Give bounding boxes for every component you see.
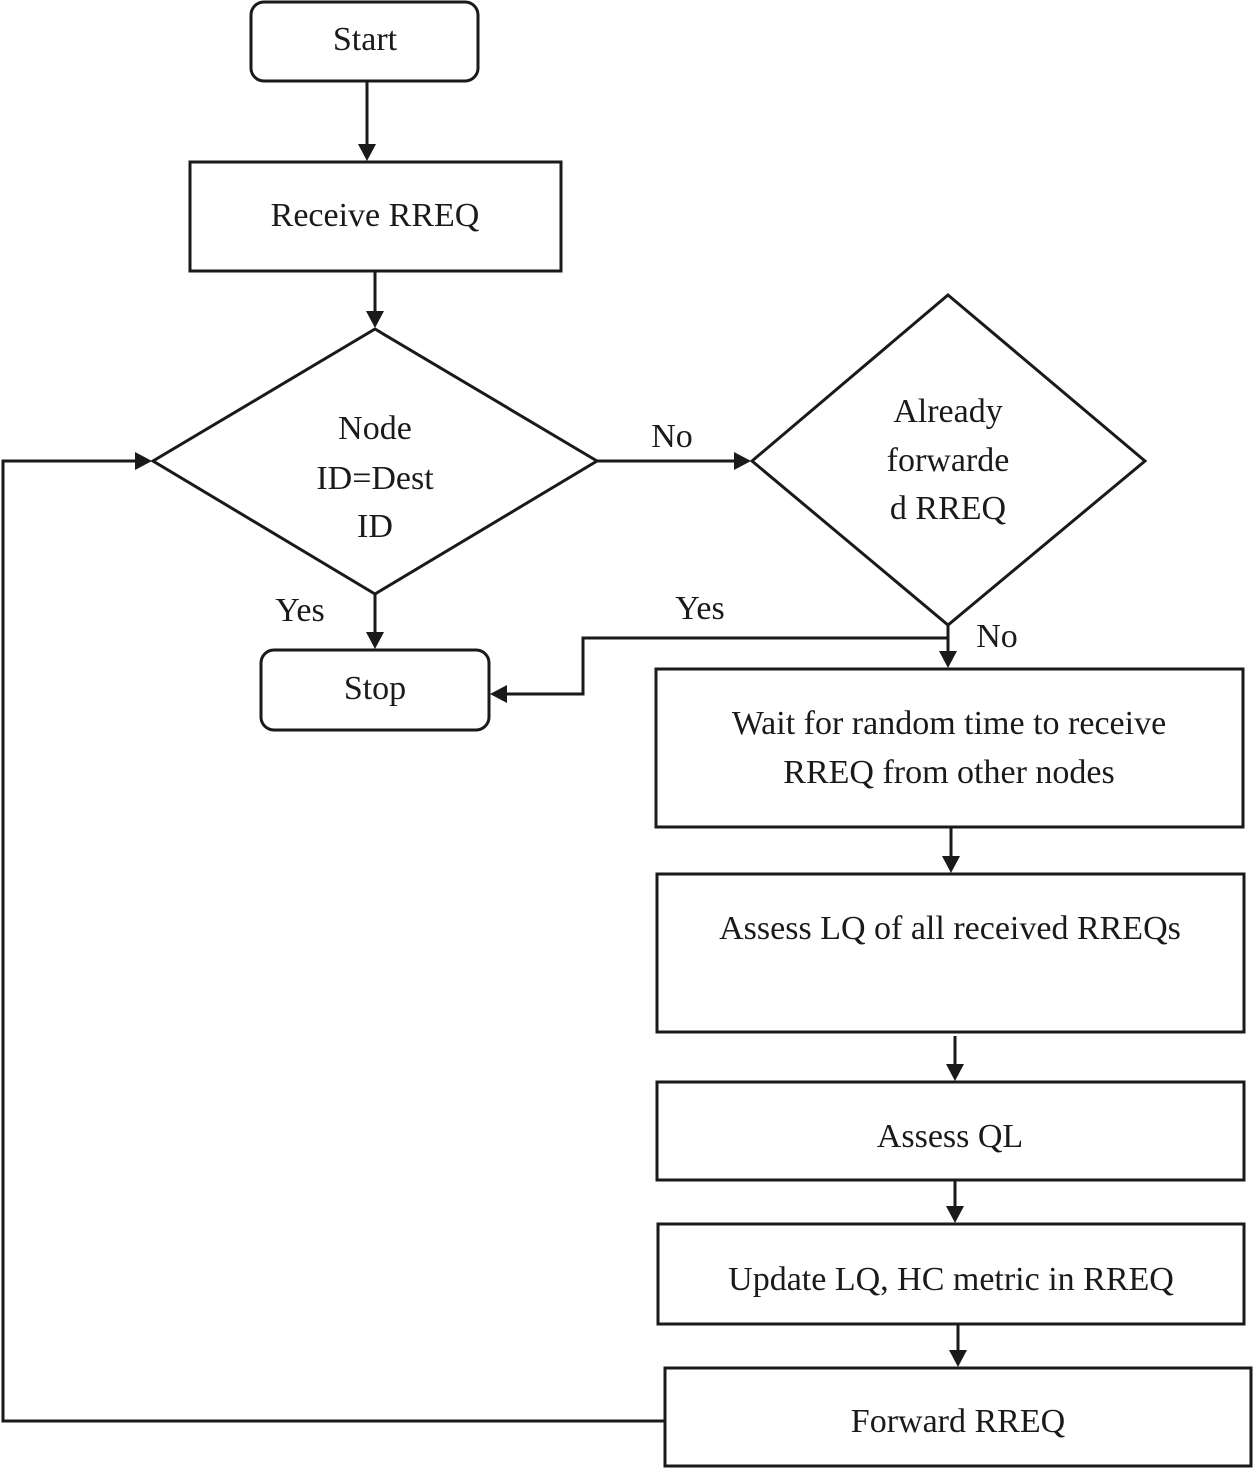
edges xyxy=(1,82,967,1423)
edge-label-already-no: No xyxy=(976,618,1018,655)
edge-label-node-no: No xyxy=(651,418,693,455)
arrowhead xyxy=(366,632,384,649)
node-stop-label: Stop xyxy=(344,670,406,707)
node-start: Start xyxy=(249,0,480,83)
decision-already-forwarded-line-2: forwarde xyxy=(887,442,1010,479)
decision-node-id-check: Node ID=Dest ID xyxy=(150,327,600,596)
node-start-label: Start xyxy=(333,21,398,58)
node-assess-lq-label: Assess LQ of all received RREQs xyxy=(719,910,1181,947)
node-wait-random-line-2: RREQ from other nodes xyxy=(783,754,1114,791)
arrowhead xyxy=(949,1350,967,1367)
node-receive-rreq: Receive RREQ xyxy=(188,160,563,273)
node-forward-rreq: Forward RREQ xyxy=(663,1366,1253,1468)
arrowhead xyxy=(946,1206,964,1223)
arrowhead xyxy=(946,1064,964,1081)
node-forward-rreq-label: Forward RREQ xyxy=(851,1403,1065,1440)
decision-node-id-check-line-3: ID xyxy=(357,508,393,545)
decision-already-forwarded-line-1: Already xyxy=(893,393,1003,430)
node-stop: Stop xyxy=(259,648,491,732)
node-update-metric-label: Update LQ, HC metric in RREQ xyxy=(728,1261,1174,1298)
edge-forward-loop-back xyxy=(1,459,665,1423)
decision-node-id-check-line-1: Node xyxy=(338,410,412,447)
decision-node-id-check-line-2: ID=Dest xyxy=(316,460,434,497)
node-wait-random-line-1: Wait for random time to receive xyxy=(732,705,1166,742)
node-receive-rreq-label: Receive RREQ xyxy=(271,197,480,234)
node-assess-ql-label: Assess QL xyxy=(877,1118,1023,1155)
arrowhead xyxy=(135,452,152,470)
arrowhead xyxy=(358,144,376,161)
node-assess-lq: Assess LQ of all received RREQs xyxy=(655,872,1246,1034)
decision-already-forwarded-line-3: d RREQ xyxy=(890,490,1006,527)
edge-label-already-yes: Yes xyxy=(675,590,724,627)
decision-already-forwarded: Already forwarde d RREQ xyxy=(749,293,1148,627)
arrowhead xyxy=(490,685,507,703)
node-update-metric: Update LQ, HC metric in RREQ xyxy=(656,1222,1246,1326)
edge-label-node-yes: Yes xyxy=(275,592,324,629)
arrowhead xyxy=(939,651,957,668)
arrowhead xyxy=(734,452,751,470)
node-wait-random: Wait for random time to receive RREQ fro… xyxy=(654,667,1245,829)
node-assess-ql: Assess QL xyxy=(655,1080,1246,1182)
edge-already-forwarded-yes xyxy=(506,625,950,696)
arrowhead xyxy=(942,856,960,873)
arrowhead xyxy=(366,311,384,328)
